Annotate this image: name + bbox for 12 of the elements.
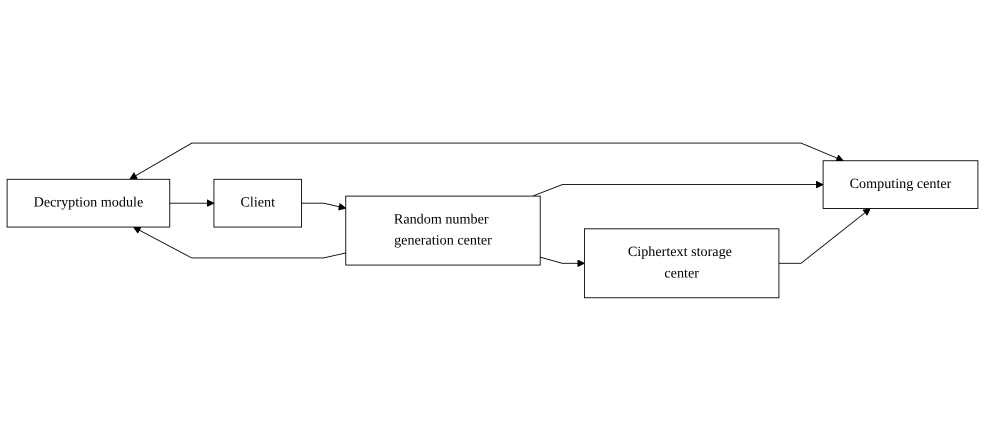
- arrow: [133, 226, 346, 259]
- node-box: Computing center: [822, 160, 978, 209]
- arrow: [540, 256, 585, 268]
- arrow: [301, 202, 346, 211]
- node-box: Decryption module: [6, 178, 170, 228]
- arrow: [778, 208, 871, 264]
- arrow: [129, 142, 844, 180]
- node-box: Ciphertext storage center: [584, 228, 780, 298]
- node-box: Random number generation center: [345, 196, 541, 266]
- node-box: Client: [214, 178, 302, 228]
- arrow: [169, 199, 214, 208]
- arrow: [532, 180, 824, 197]
